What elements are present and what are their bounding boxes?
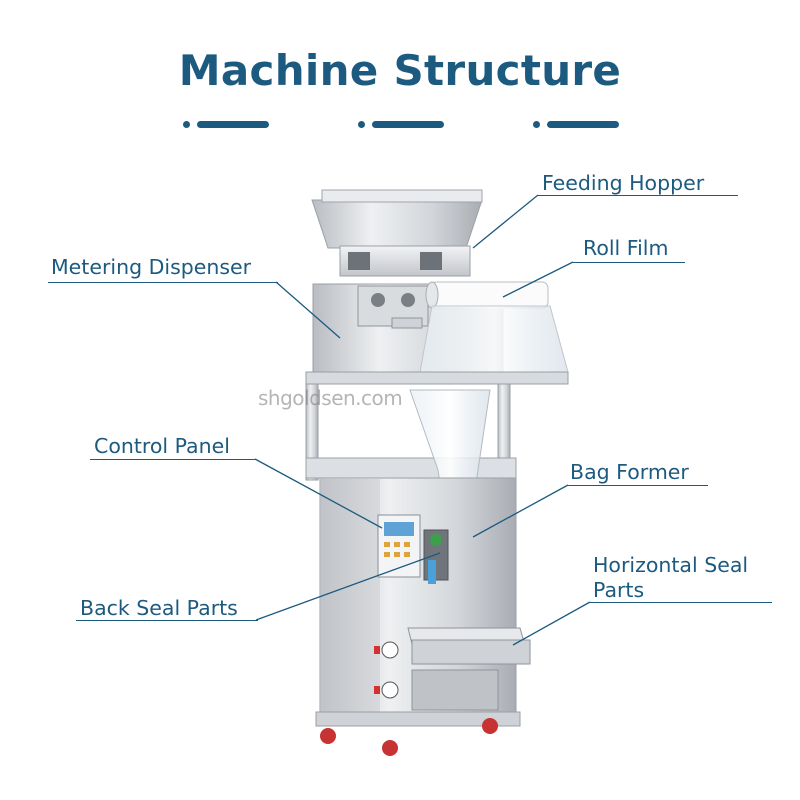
label-back-seal-parts: Back Seal Parts [80,596,238,620]
roll-film-shape [419,281,569,373]
divider-bar [197,121,269,128]
label-horizontal-seal-line1: Horizontal Seal [593,553,749,577]
label-metering-dispenser: Metering Dispenser [51,255,252,279]
divider-dot [183,121,190,128]
label-bag-former: Bag Former [570,460,689,484]
control-panel-shape [377,514,421,578]
label-control-panel: Control Panel [94,434,230,458]
divider-bar [372,121,444,128]
label-horizontal-seal-line2: Parts [593,578,645,602]
leader-control-panel [254,458,383,529]
watermark: shgoldsen.com [258,386,403,410]
horizontal-seal-parts-shape [407,627,531,711]
leader-metering-dispenser [275,281,341,339]
divider-bar [547,121,619,128]
underline-control-panel [90,459,256,461]
caster-wheels [320,718,498,756]
divider-dot [358,121,365,128]
underline-feeding-hopper [538,195,738,197]
leader-back-seal [255,552,441,621]
divider-dot [533,121,540,128]
leader-roll-film [502,261,574,298]
page-title: Machine Structure [178,46,622,95]
leader-bag-former [472,484,569,538]
leader-horizontal-seal [512,601,591,646]
label-roll-film: Roll Film [583,236,669,260]
leader-lines [254,194,591,646]
underline-metering-dispenser [48,282,278,284]
underline-roll-film [573,262,685,264]
pressure-gauges [374,641,399,699]
underline-horizontal-seal [590,602,772,604]
label-feeding-hopper: Feeding Hopper [542,171,705,195]
underline-bag-former [568,485,708,487]
leader-feeding-hopper [472,194,539,249]
underline-back-seal-parts [76,620,258,622]
feeding-hopper-shape [311,189,483,277]
